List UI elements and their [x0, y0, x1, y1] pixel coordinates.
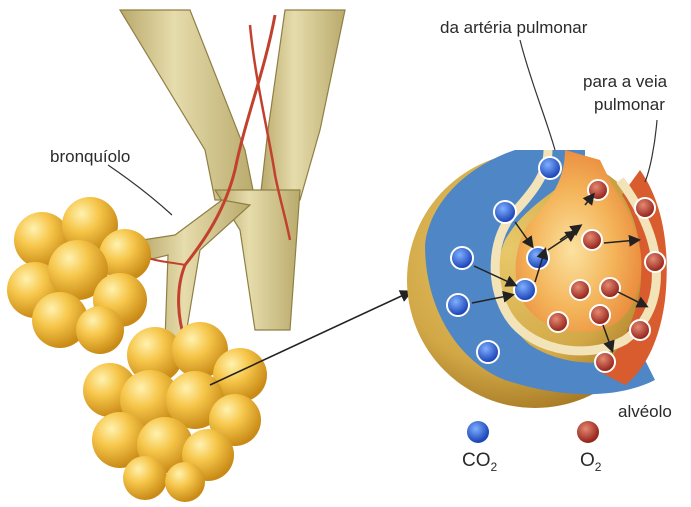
bronchiole-leader-line	[108, 165, 172, 215]
bronchial-tree	[120, 10, 345, 340]
alveolus-magnified	[407, 150, 667, 408]
legend-co2-swatch	[467, 421, 489, 443]
bronchus-right-branch	[260, 10, 345, 200]
bronchiole-branch	[140, 200, 250, 340]
vein-leader-line	[645, 120, 657, 182]
alveoli-cluster-left	[7, 197, 151, 354]
label-bronchiole: bronquíolo	[50, 147, 130, 167]
zoom-arrow	[210, 292, 410, 385]
artery-leader-line	[520, 40, 555, 150]
legend-o2-label: O2	[580, 450, 601, 474]
legend-o2-swatch	[577, 421, 599, 443]
label-pulmonary-vein-line2: pulmonar	[594, 95, 665, 115]
legend-co2-label: CO2	[462, 450, 497, 474]
label-pulmonary-artery: da artéria pulmonar	[440, 18, 587, 38]
label-alveolus: alvéolo	[618, 402, 672, 422]
label-pulmonary-vein-line1: para a veia	[583, 72, 667, 92]
